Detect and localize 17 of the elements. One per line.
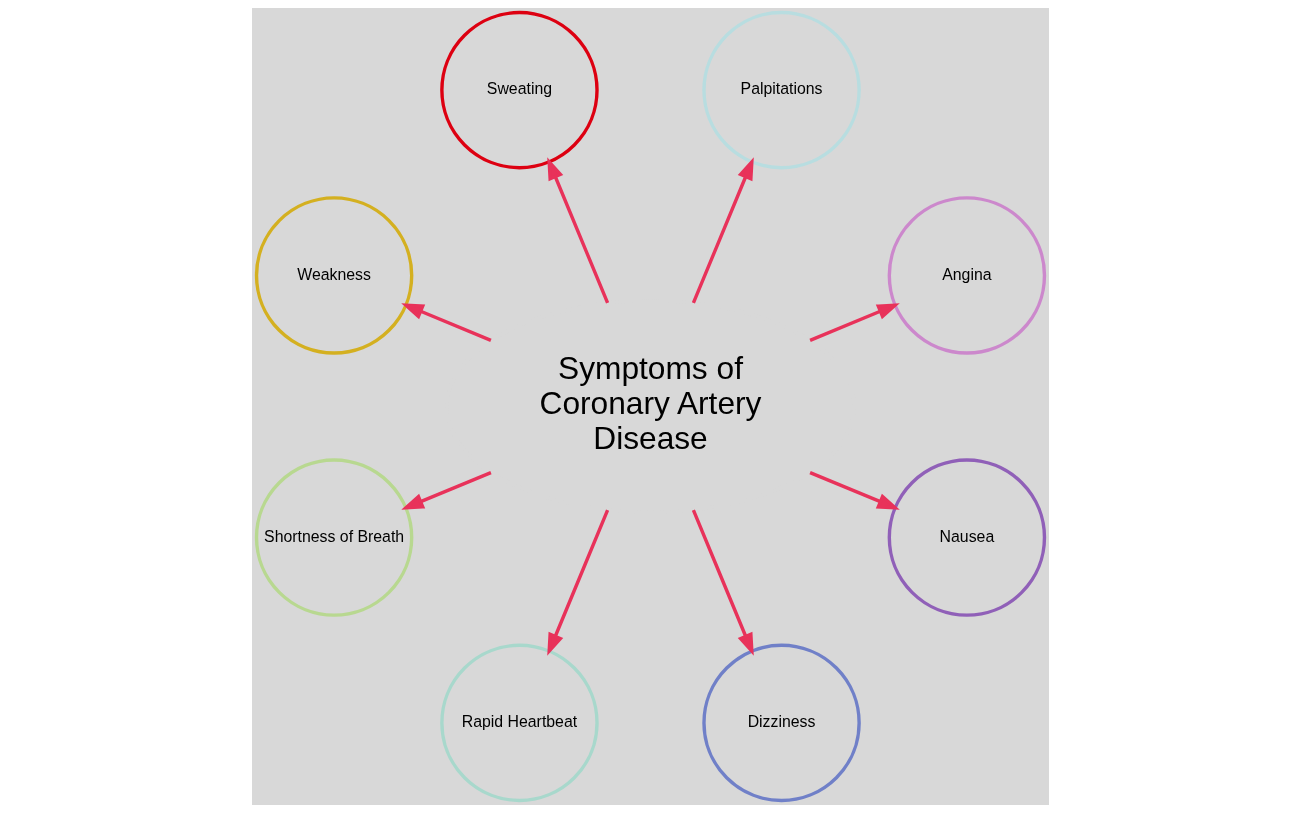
arrow: [546, 509, 609, 656]
arrow: [546, 157, 609, 304]
node-circle: Nausea: [887, 458, 1046, 617]
node-circle: Palpitations: [701, 10, 861, 170]
node-circle: Dizziness: [701, 643, 861, 803]
arrow: [691, 157, 754, 304]
node-circle: Angina: [887, 196, 1046, 355]
node-circle: Rapid Heartbeat: [439, 643, 599, 803]
node-circle: Weakness: [254, 196, 413, 355]
arrow: [400, 303, 492, 342]
node-circle: Shortness of Breath: [254, 458, 413, 617]
arrow: [400, 471, 492, 510]
node-text: Symptoms of Coronary Artery Disease: [539, 350, 761, 457]
arrow: [691, 509, 754, 656]
arrow: [808, 303, 900, 342]
arrow: [808, 471, 900, 510]
node-circle: Sweating: [439, 10, 599, 170]
